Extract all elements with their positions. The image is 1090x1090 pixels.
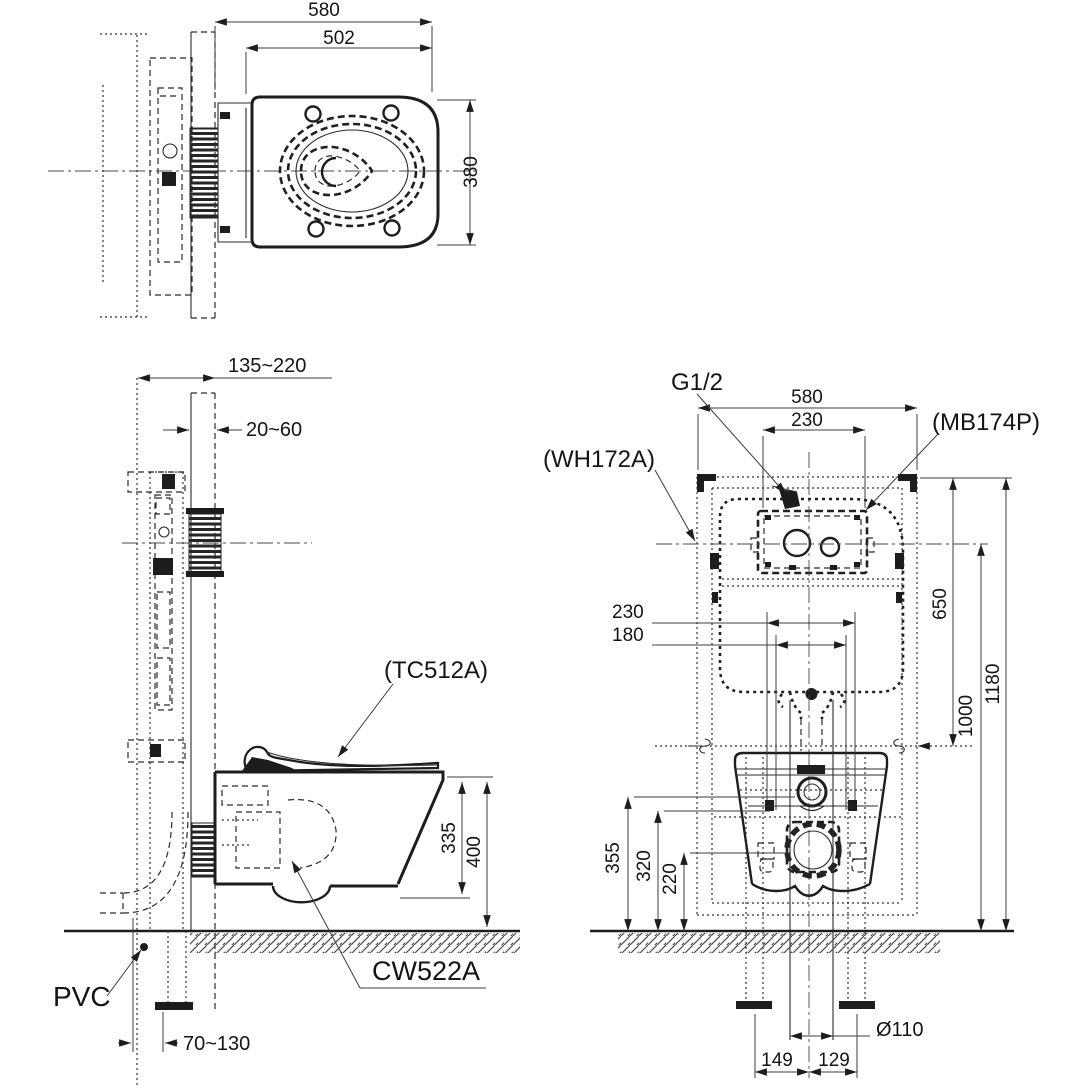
dim-front-drain-diameter: Ø110 [876,1019,923,1041]
side-wall-bracket-upper [127,471,186,493]
front-frame-tab-left [710,553,719,569]
side-wall-finish [191,392,216,1012]
dim-side-install-depth: 135~220 [228,355,306,377]
top-view-wall-finish [191,31,216,319]
front-drain-pipe [789,700,834,1040]
label-frame-model: (WH172A) [543,446,655,473]
front-foot-right [839,1001,875,1009]
top-view-seat-outline [250,95,440,249]
dim-side-rim-height: 400 [464,836,485,868]
dim-front-top-to-rim: 650 [930,588,951,620]
front-supply-connection [796,776,828,808]
dim-side-outlet-offset: 70~130 [183,1033,250,1055]
dim-front-bolt-span-inner: 180 [612,625,644,646]
front-water-inlet-fitting [771,485,800,509]
top-view-plate-notch-lower [220,226,230,233]
side-view-dimensions: 135~220 20~60 335 400 70~130 [118,355,493,1055]
top-view-hinge-holes [304,104,401,238]
front-foot-left [736,1001,772,1009]
front-frame-legs [736,757,875,1009]
side-frame-foot [155,1002,193,1010]
side-mounting-rods-lower [191,822,215,878]
side-pvc-drain-pipe [100,811,189,951]
front-frame [696,474,918,917]
side-wall-bracket-lower [127,739,186,763]
label-flush-plate-model: (MB174P) [932,409,1040,436]
dim-top-depth: 380 [461,156,482,188]
dim-top-seat-width: 502 [323,28,355,49]
dim-side-bowl-height: 335 [439,822,460,854]
dim-side-wall-finish: 20~60 [246,419,302,441]
side-floor-hatch [190,933,520,953]
top-view-plate-notch-upper [220,112,230,119]
side-seat-profile [242,745,440,773]
front-floor-hatch [618,933,940,953]
dim-front-plate-width: 230 [791,410,823,431]
label-pipe-material: PVC [53,981,111,1012]
top-view-fitting-circle [162,143,178,159]
front-view-labels: G1/2 (WH172A) (MB174P) [543,369,1040,542]
label-water-inlet: G1/2 [671,369,723,396]
side-bowl-profile [213,770,445,904]
dim-front-frame-width: 580 [791,387,823,408]
top-view-rough-wall [100,33,150,318]
side-rod-cap-top [186,508,224,514]
front-flush-button-small [819,536,841,558]
dim-front-foot-left: 149 [761,1050,793,1071]
front-fixing-bolts [758,800,864,811]
front-flush-button-large [782,528,812,558]
dim-front-bolt-height: 320 [634,850,655,882]
label-seat-model: (TC512A) [384,657,488,684]
top-view-mounting-rods [189,127,219,219]
side-frame-leg [167,931,187,1002]
dim-front-inlet-height: 355 [603,842,624,874]
front-flush-plate [750,509,875,575]
front-drain-assembly [757,820,867,879]
dim-front-frame-height: 1180 [983,664,1004,705]
top-view-seat-rings [278,114,426,228]
side-view: 135~220 20~60 335 400 70~130 (TC512A) CW… [53,355,520,1085]
top-view-frame-plan [149,57,193,296]
front-rim-level-line [655,739,975,753]
label-bowl-model: CW522A [372,956,480,986]
front-frame-tab-right [895,553,904,569]
side-frame-column [149,471,184,930]
dim-front-plate-center-height: 1000 [956,695,977,737]
top-view-fitting-block [162,172,176,186]
top-view-bowl-opening [299,145,374,197]
top-view: 580 502 380 [48,0,482,319]
dim-front-bolt-span-outer: 230 [612,602,644,623]
side-view-labels: (TC512A) CW522A PVC [53,657,488,1012]
side-mounting-rods-upper [188,512,222,573]
front-flush-pipe [800,719,823,751]
front-frame-bracket-right [898,474,917,492]
front-view: 580 230 650 1000 1180 230 180 355 [543,369,1040,1078]
front-bowl-bottom [751,882,871,897]
side-rod-cap-bottom [186,571,224,577]
top-view-rear-plate [217,102,253,243]
front-cistern-outlet-funnel [777,691,846,719]
dim-front-foot-right: 129 [818,1050,850,1071]
top-view-cistern-plan [157,87,183,263]
top-view-dimensions: 580 502 380 [214,0,482,246]
side-cistern-profile [153,494,173,711]
dim-top-overall-width: 580 [308,0,340,21]
front-view-dimensions: 580 230 650 1000 1180 230 180 355 [603,387,1012,1078]
dim-front-outlet-height: 220 [660,863,681,895]
front-bowl [714,751,902,897]
front-cistern [718,497,905,751]
front-frame-bracket-left [697,474,716,492]
